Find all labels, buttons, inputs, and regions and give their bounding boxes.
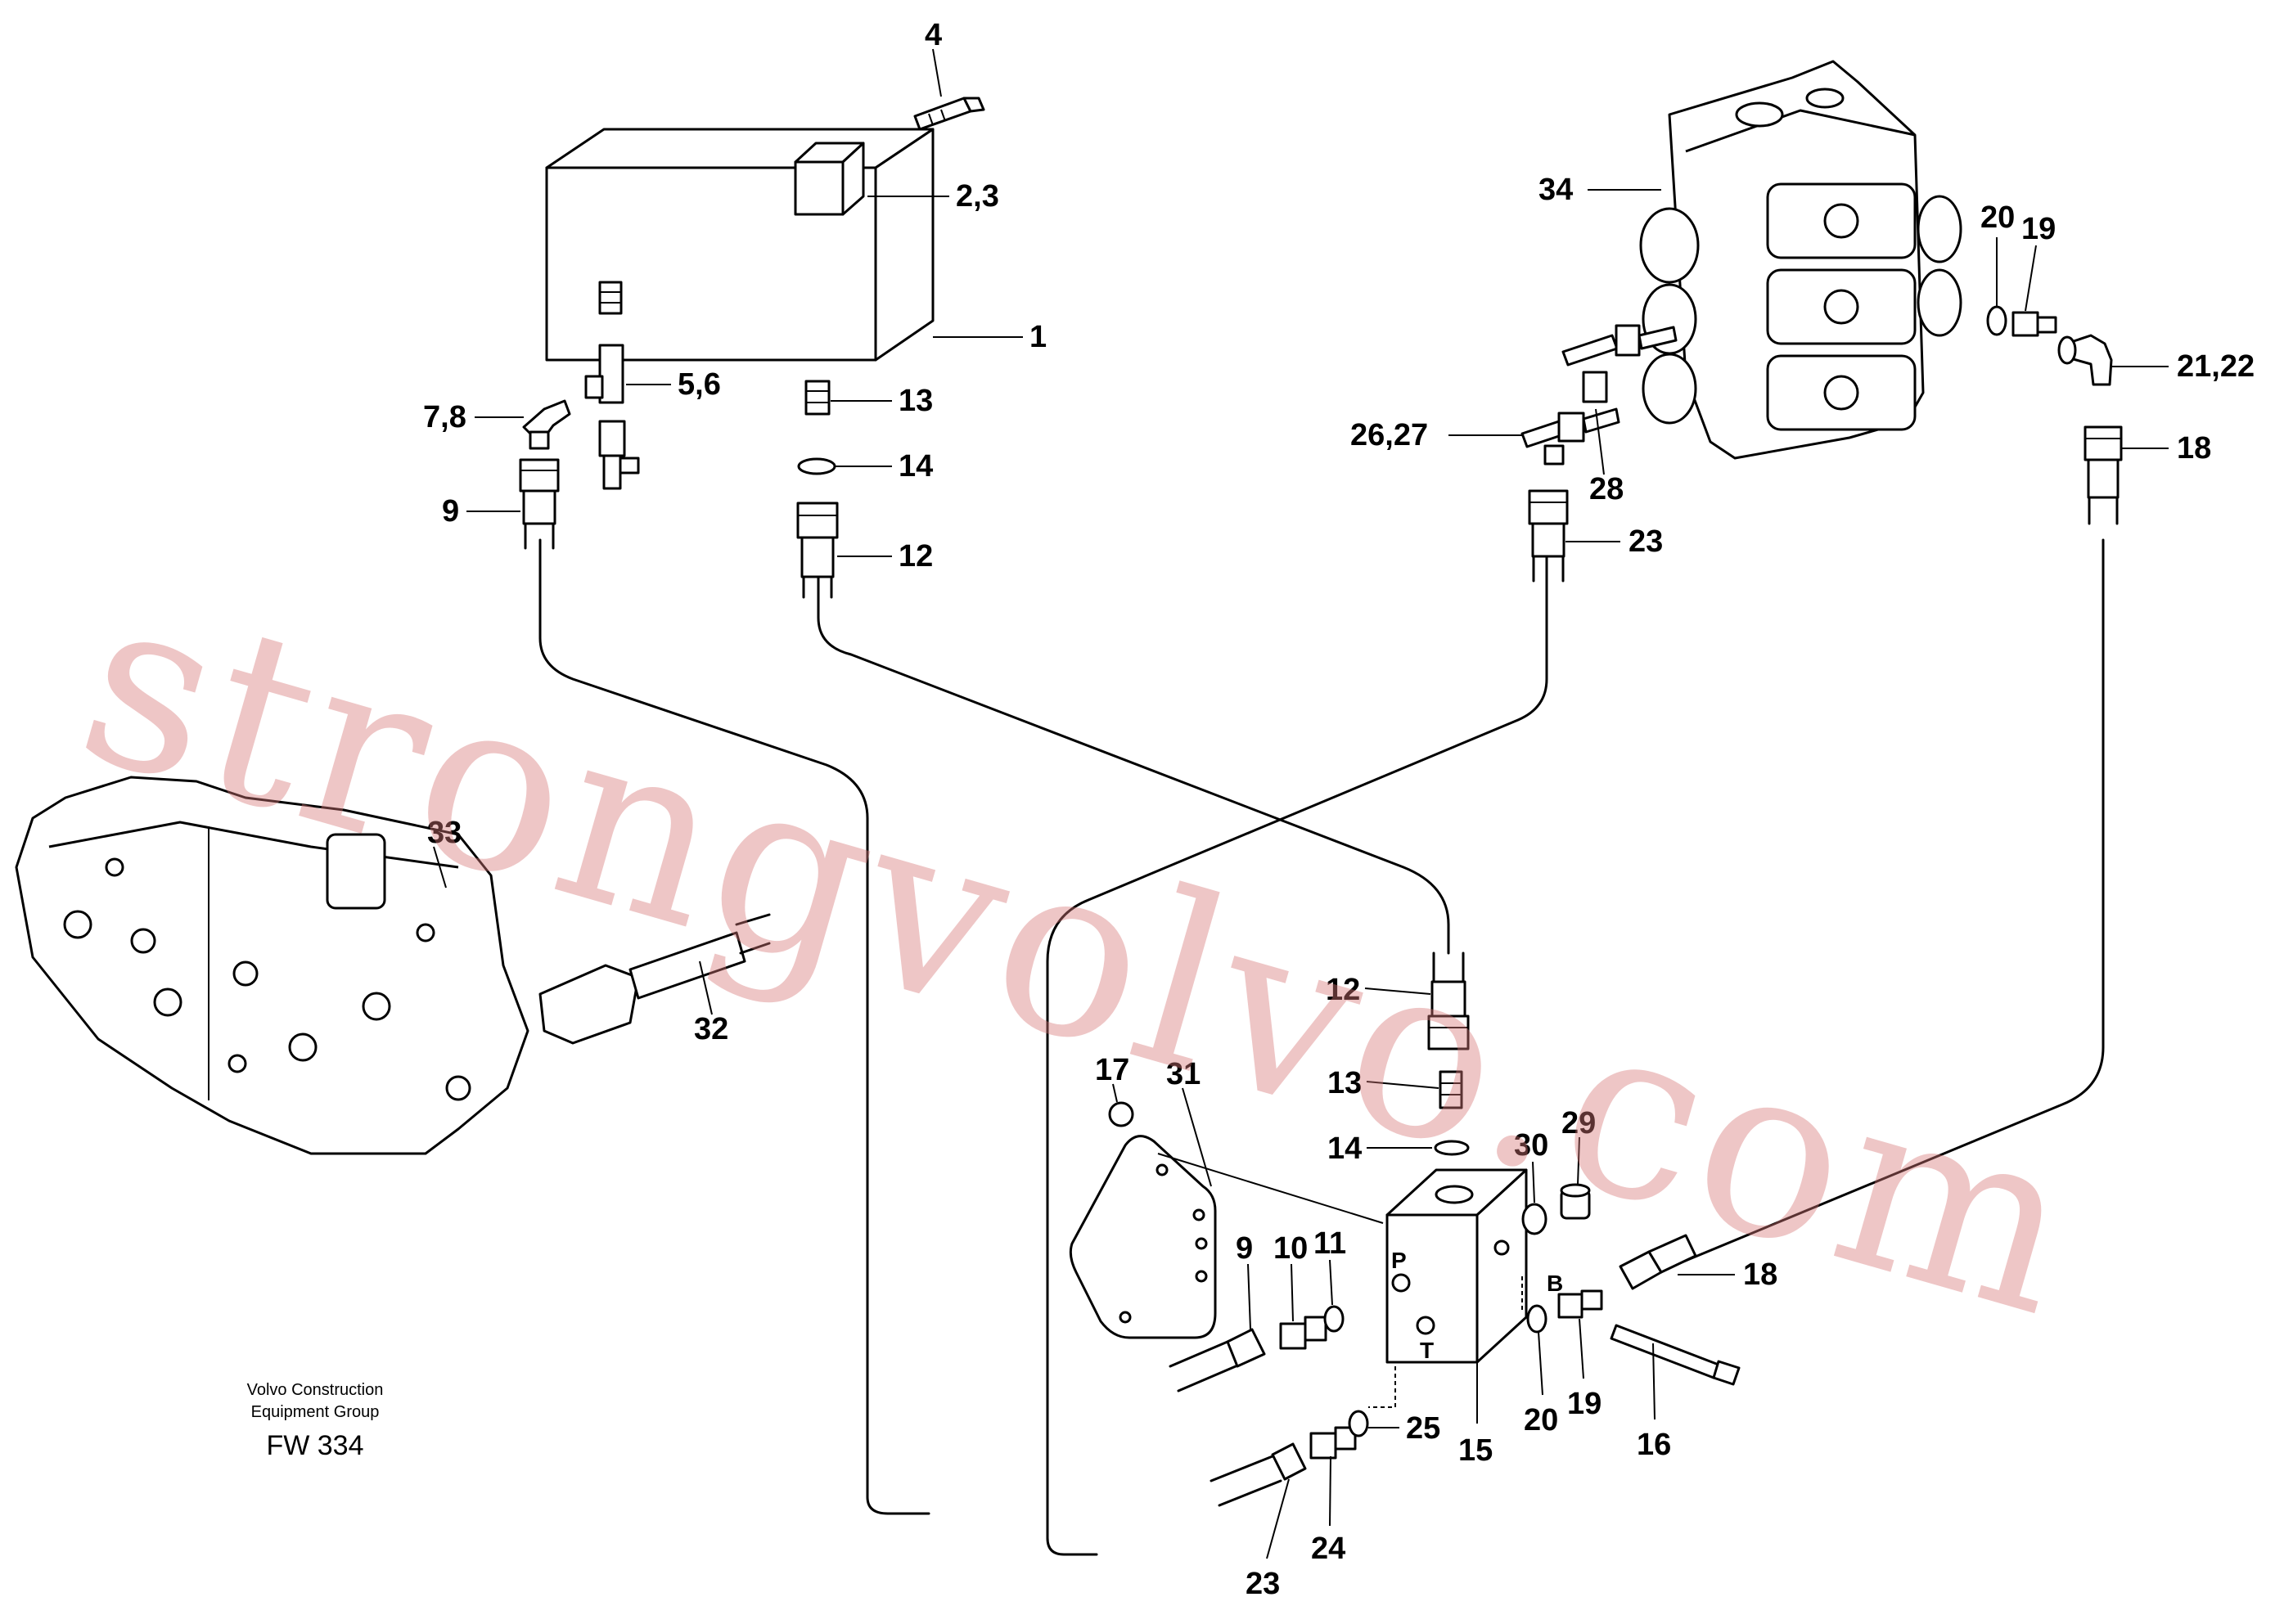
callout-10: 10 <box>1273 1231 1308 1266</box>
callout-25: 25 <box>1406 1411 1440 1446</box>
hose-fitting-12-top <box>796 502 839 599</box>
hose-fitting-9-top <box>519 458 560 550</box>
footer-company-line-2: Equipment Group <box>251 1403 380 1421</box>
callout-34: 34 <box>1538 173 1573 207</box>
callout-14-bottom: 14 <box>1327 1131 1362 1166</box>
callout-32: 32 <box>694 1012 728 1046</box>
callout-33: 33 <box>427 816 462 850</box>
fittings-left-of-34 <box>1520 324 1678 466</box>
callout-28: 28 <box>1589 472 1624 506</box>
adapter-19-bottom <box>1557 1289 1603 1319</box>
seal-14-top <box>797 457 836 475</box>
port-label-p: P <box>1391 1248 1407 1273</box>
hose-fitting-18-top <box>2084 425 2123 525</box>
hose-fitting-12-bottom <box>1427 951 1470 1050</box>
callout-11: 11 <box>1313 1226 1346 1261</box>
seal-20-bottom <box>1526 1304 1547 1334</box>
cover-plate-31 <box>1069 1135 1217 1339</box>
callout-9-top: 9 <box>442 494 459 529</box>
seal-20-top <box>1986 305 2007 336</box>
seal-11 <box>1323 1305 1345 1333</box>
callout-19-bottom: 19 <box>1567 1387 1602 1421</box>
callout-13-top: 13 <box>899 384 933 418</box>
hose-fitting-9-bottom <box>1169 1328 1266 1392</box>
callout-20-top: 20 <box>1980 200 2015 235</box>
fitting-13-top <box>804 380 831 416</box>
adapter-10 <box>1279 1316 1327 1350</box>
seal-25 <box>1348 1410 1369 1437</box>
callout-4: 4 <box>925 18 942 52</box>
control-valve-34 <box>1639 60 1962 460</box>
footer-company-line-1: Volvo Construction <box>247 1381 384 1399</box>
fitting-stack-left <box>584 281 640 490</box>
callout-24: 24 <box>1311 1532 1345 1566</box>
callout-15: 15 <box>1458 1433 1493 1468</box>
hose-routes <box>538 538 2105 1556</box>
callout-26-27: 26,27 <box>1350 418 1428 452</box>
adapter-24 <box>1309 1426 1357 1460</box>
seal-30 <box>1521 1203 1547 1235</box>
seal-14-bottom <box>1434 1140 1470 1156</box>
callout-18-top: 18 <box>2177 431 2211 466</box>
plug-17 <box>1108 1101 1134 1127</box>
hose-fitting-18-bottom <box>1619 1234 1697 1290</box>
hose-fitting-23-top <box>1528 489 1569 583</box>
callout-19-top: 19 <box>2021 212 2056 246</box>
callout-16: 16 <box>1637 1428 1671 1462</box>
callout-12-bottom: 12 <box>1326 973 1360 1007</box>
plug-29 <box>1560 1183 1591 1220</box>
adapter-19-top <box>2011 311 2057 337</box>
callout-2-3: 2,3 <box>956 179 999 214</box>
callout-14-top: 14 <box>899 449 933 484</box>
callout-12-top: 12 <box>899 539 933 574</box>
callout-9-bottom: 9 <box>1236 1231 1253 1266</box>
callout-21-22: 21,22 <box>2177 349 2255 384</box>
valve-block-1 <box>545 128 935 362</box>
callout-23-top: 23 <box>1629 524 1663 559</box>
elbow-7-8 <box>522 399 571 450</box>
callout-13-bottom: 13 <box>1327 1066 1362 1100</box>
leader-lines <box>433 48 2169 1559</box>
callout-17: 17 <box>1095 1053 1129 1087</box>
callout-23-bottom: 23 <box>1246 1567 1280 1601</box>
bolt-4 <box>913 97 985 131</box>
valve-block-15 <box>1385 1168 1528 1364</box>
main-control-valve-33 <box>15 776 529 1155</box>
port-label-t: T <box>1420 1338 1434 1363</box>
port-label-b: B <box>1547 1271 1563 1296</box>
callout-5-6: 5,6 <box>678 367 721 402</box>
solenoid-2-3 <box>794 142 865 216</box>
callout-7-8: 7,8 <box>423 400 466 434</box>
elbow-21-22 <box>2057 334 2113 386</box>
hose-fitting-23-bottom <box>1210 1442 1307 1507</box>
bolt-16 <box>1610 1324 1741 1386</box>
callout-31: 31 <box>1166 1057 1201 1091</box>
callout-1: 1 <box>1029 320 1047 354</box>
callout-18-bottom: 18 <box>1743 1257 1777 1292</box>
footer-figure-code: FW 334 <box>266 1430 363 1461</box>
fitting-13-bottom <box>1439 1070 1463 1109</box>
callout-20-bottom: 20 <box>1524 1403 1558 1437</box>
callout-29: 29 <box>1561 1106 1596 1140</box>
callout-30: 30 <box>1514 1128 1548 1163</box>
pilot-line-32 <box>538 913 771 1045</box>
